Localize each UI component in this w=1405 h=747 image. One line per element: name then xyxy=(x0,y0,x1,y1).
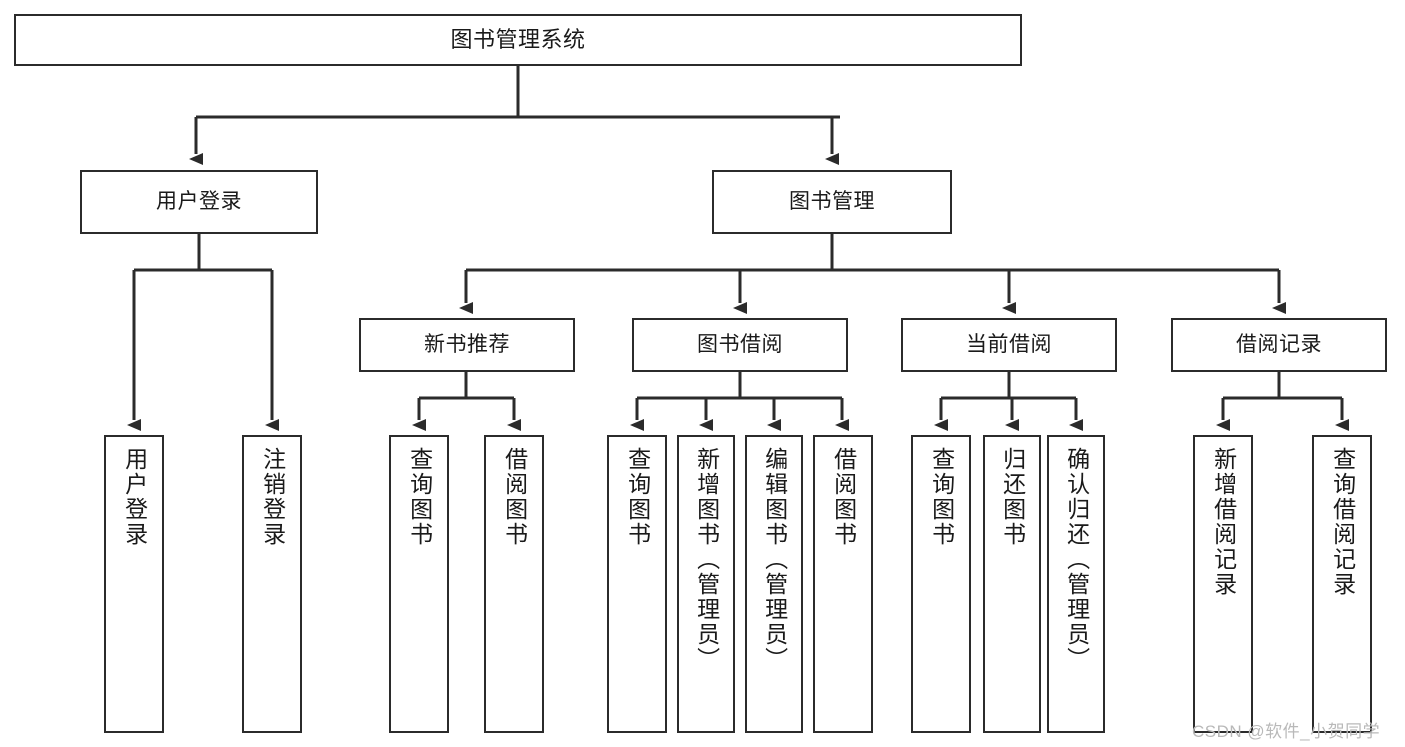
node-label: 查询图书 xyxy=(928,447,955,547)
node-user-login[interactable]: 用户登录 xyxy=(80,170,318,234)
node-leaf-user-login[interactable]: 用户登录 xyxy=(104,435,164,733)
node-label: 用户登录 xyxy=(156,189,242,213)
node-leaf-add-borrow-record[interactable]: 新增借阅记录 xyxy=(1193,435,1253,733)
node-leaf-query-borrow-record[interactable]: 查询借阅记录 xyxy=(1312,435,1372,733)
node-book-borrow[interactable]: 图书借阅 xyxy=(632,318,848,372)
node-label: 新书推荐 xyxy=(424,332,510,356)
node-root-book-management-system[interactable]: 图书管理系统 xyxy=(14,14,1022,66)
node-label: 借阅图书 xyxy=(830,447,857,547)
node-label: 编辑图书（管理员） xyxy=(761,447,788,672)
node-label: 图书管理系统 xyxy=(450,27,586,53)
node-label: 注销登录 xyxy=(259,447,286,547)
node-label: 新增图书（管理员） xyxy=(693,447,720,672)
node-new-book-recommend[interactable]: 新书推荐 xyxy=(359,318,575,372)
node-label: 当前借阅 xyxy=(966,332,1052,356)
node-label: 归还图书 xyxy=(999,447,1026,547)
node-leaf-query-book-3[interactable]: 查询图书 xyxy=(911,435,971,733)
node-current-borrow[interactable]: 当前借阅 xyxy=(901,318,1117,372)
node-label: 确认归还（管理员） xyxy=(1063,447,1090,672)
node-leaf-edit-book-admin[interactable]: 编辑图书（管理员） xyxy=(745,435,803,733)
node-label: 查询借阅记录 xyxy=(1329,447,1356,597)
node-label: 借阅图书 xyxy=(501,447,528,547)
node-book-manage[interactable]: 图书管理 xyxy=(712,170,952,234)
node-leaf-confirm-return-admin[interactable]: 确认归还（管理员） xyxy=(1047,435,1105,733)
node-borrow-record[interactable]: 借阅记录 xyxy=(1171,318,1387,372)
node-leaf-return-book[interactable]: 归还图书 xyxy=(983,435,1041,733)
node-label: 借阅记录 xyxy=(1236,332,1322,356)
node-leaf-add-book-admin[interactable]: 新增图书（管理员） xyxy=(677,435,735,733)
node-leaf-query-book-1[interactable]: 查询图书 xyxy=(389,435,449,733)
node-leaf-borrow-book-2[interactable]: 借阅图书 xyxy=(813,435,873,733)
node-label: 图书借阅 xyxy=(697,332,783,356)
node-label: 查询图书 xyxy=(406,447,433,547)
node-label: 用户登录 xyxy=(121,447,148,547)
node-leaf-borrow-book-1[interactable]: 借阅图书 xyxy=(484,435,544,733)
node-label: 图书管理 xyxy=(789,189,875,213)
node-leaf-logout-login[interactable]: 注销登录 xyxy=(242,435,302,733)
node-label: 新增借阅记录 xyxy=(1210,447,1237,597)
node-leaf-query-book-2[interactable]: 查询图书 xyxy=(607,435,667,733)
node-label: 查询图书 xyxy=(624,447,651,547)
